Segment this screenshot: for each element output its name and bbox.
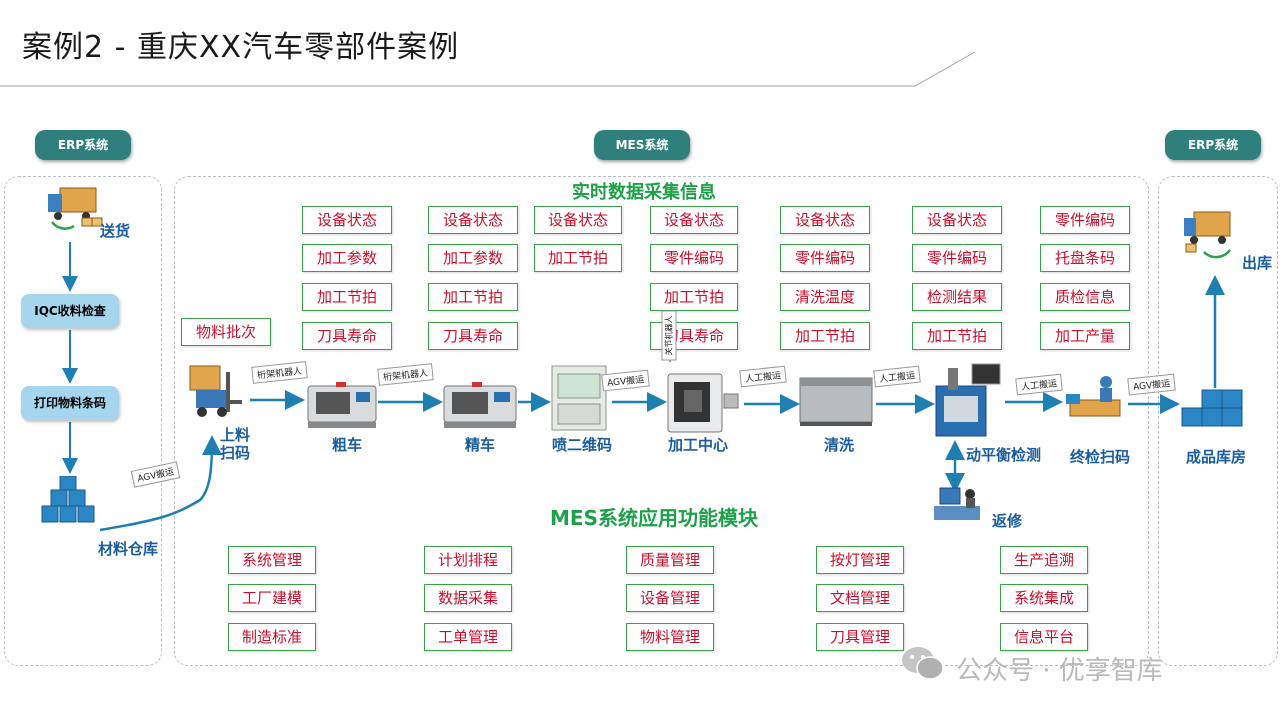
module-item-1-1: 数据采集 [424,584,512,612]
data-item-6-2: 质检信息 [1040,283,1130,311]
balance-test-label: 动平衡检测 [966,446,1042,464]
page-title: 案例2 - 重庆XX汽车零部件案例 [22,30,460,65]
erp-left-panel [4,176,162,666]
data-item-1-1: 加工参数 [428,244,518,272]
module-item-2-1: 设备管理 [626,584,714,612]
outbound-label: 出库 [1242,254,1273,272]
data-item-5-1: 零件编码 [912,244,1002,272]
iqc-check-box: IQC收料检查 [21,294,119,328]
loader-forklift-icon [189,365,242,417]
product-warehouse-label: 成品库房 [1186,448,1247,466]
print-barcode-box: 打印物料条码 [21,386,119,420]
data-item-2-1: 加工节拍 [534,244,622,272]
data-item-6-0: 零件编码 [1040,206,1130,234]
erp-right-pill: ERP系统 [1165,130,1261,160]
rough-lathe-icon [307,382,377,428]
module-item-0-0: 系统管理 [228,546,316,574]
module-item-2-0: 质量管理 [626,546,714,574]
module-item-4-1: 系统集成 [1000,584,1088,612]
realtime-data-title: 实时数据采集信息 [572,182,716,203]
machining-center-icon [667,373,739,433]
data-item-6-3: 加工产量 [1040,322,1130,350]
out-delivery-truck-icon [1184,211,1231,259]
fine-lathe-icon [443,382,517,428]
data-item-2-0: 设备状态 [534,206,622,234]
material-batch-box: 物料批次 [181,318,271,346]
mes-panel [174,176,1149,666]
module-item-3-2: 刀具管理 [816,623,904,651]
data-item-1-2: 加工节拍 [428,283,518,311]
material-warehouse-icon [41,476,95,523]
mes-pill: MES系统 [594,130,690,160]
cleaning-label: 清洗 [824,436,855,454]
final-scan-station-icon [1066,376,1121,417]
data-item-3-1: 零件编码 [650,244,738,272]
vertical-transfer-tag: 关节机器人 [661,310,677,361]
data-item-1-3: 刀具寿命 [428,322,518,350]
balance-test-machine-icon [935,363,1001,437]
erp-right-panel [1158,176,1278,666]
load-scan-label: 上料 扫码 [220,426,251,462]
rough-turning-label: 粗车 [332,436,363,454]
repair-station-icon [934,487,980,520]
product-warehouse-icon [1181,389,1243,427]
data-item-5-0: 设备状态 [912,206,1002,234]
repair-label: 返修 [992,512,1023,530]
title-underline [0,51,976,87]
data-item-0-1: 加工参数 [302,244,392,272]
module-item-3-0: 按灯管理 [816,546,904,574]
data-item-0-0: 设备状态 [302,206,392,234]
watermark-text: 公众号 · 优享智库 [956,656,1163,686]
data-item-4-0: 设备状态 [780,206,870,234]
wechat-logo-icon [902,647,944,680]
module-item-3-1: 文档管理 [816,584,904,612]
data-item-3-0: 设备状态 [650,206,738,234]
erp-left-pill: ERP系统 [35,130,131,160]
qr-marker-machine-icon [551,365,607,431]
data-item-4-1: 零件编码 [780,244,870,272]
delivery-truck-icon [48,187,103,230]
module-item-4-2: 信息平台 [1000,623,1088,651]
module-item-0-1: 工厂建模 [228,584,316,612]
data-item-4-3: 加工节拍 [780,322,870,350]
data-item-3-2: 加工节拍 [650,283,738,311]
data-item-4-2: 清洗温度 [780,283,870,311]
data-item-5-2: 检测结果 [912,283,1002,311]
delivery-label: 送货 [100,222,131,240]
module-item-2-2: 物料管理 [626,623,714,651]
cleaning-machine-icon [799,377,873,426]
qr-spray-label: 喷二维码 [552,436,613,454]
modules-title: MES系统应用功能模块 [550,506,758,530]
data-item-0-3: 刀具寿命 [302,322,392,350]
data-item-6-1: 托盘条码 [1040,244,1130,272]
material-warehouse-label: 材料仓库 [98,540,159,558]
final-scan-label: 终检扫码 [1070,448,1131,466]
machining-center-label: 加工中心 [668,436,729,454]
fine-turning-label: 精车 [465,436,496,454]
module-item-0-2: 制造标准 [228,623,316,651]
data-item-1-0: 设备状态 [428,206,518,234]
data-item-5-3: 加工节拍 [912,322,1002,350]
module-item-1-0: 计划排程 [424,546,512,574]
module-item-4-0: 生产追溯 [1000,546,1088,574]
module-item-1-2: 工单管理 [424,623,512,651]
data-item-0-2: 加工节拍 [302,283,392,311]
